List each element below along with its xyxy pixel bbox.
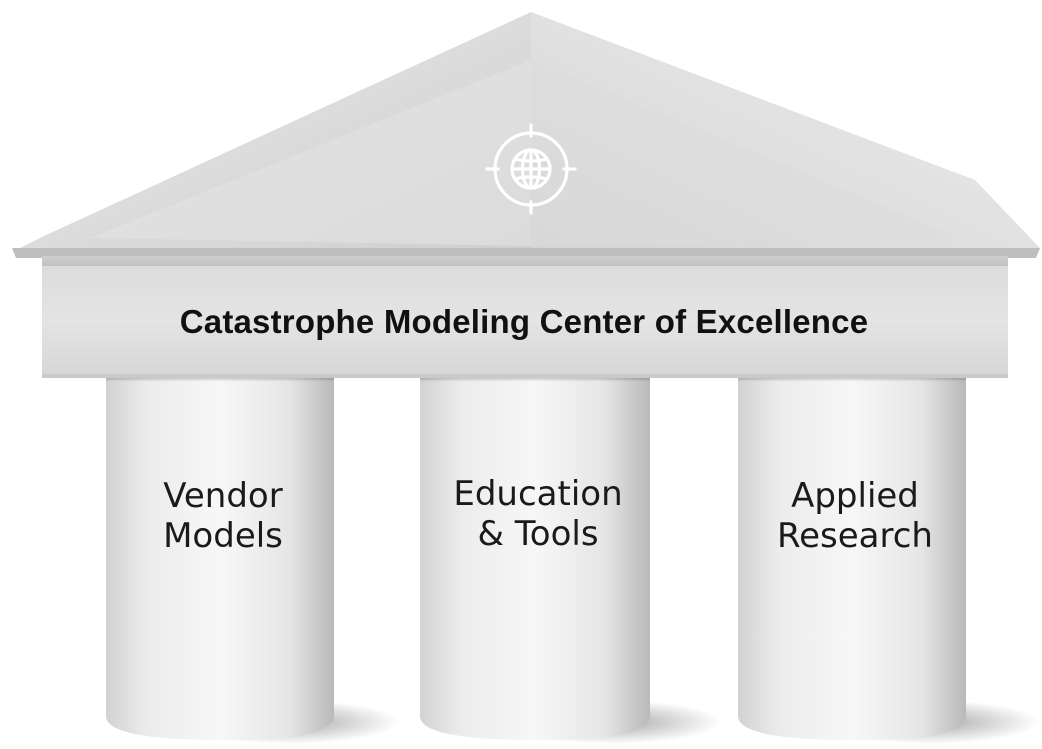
pillar-label-applied-research: Applied Research [745, 476, 965, 556]
globe-target-icon [484, 122, 578, 216]
pillar-label-line: Research [777, 516, 933, 556]
roof [12, 12, 1040, 258]
page-title: Catastrophe Modeling Center of Excellenc… [179, 303, 869, 340]
pillar-3 [738, 378, 966, 740]
pillar-label-education-tools: Education & Tools [428, 474, 648, 554]
pillar-label-vendor-models: Vendor Models [113, 476, 333, 556]
pillar-1 [106, 378, 334, 740]
entablature [42, 256, 1008, 378]
pillar-label-line: & Tools [477, 514, 599, 554]
pillar-label-line: Applied [791, 476, 919, 516]
pillar-2 [420, 378, 650, 740]
pillar-label-line: Education [453, 474, 623, 514]
pillar-label-line: Vendor [163, 476, 283, 516]
pillar-label-line: Models [163, 516, 283, 556]
